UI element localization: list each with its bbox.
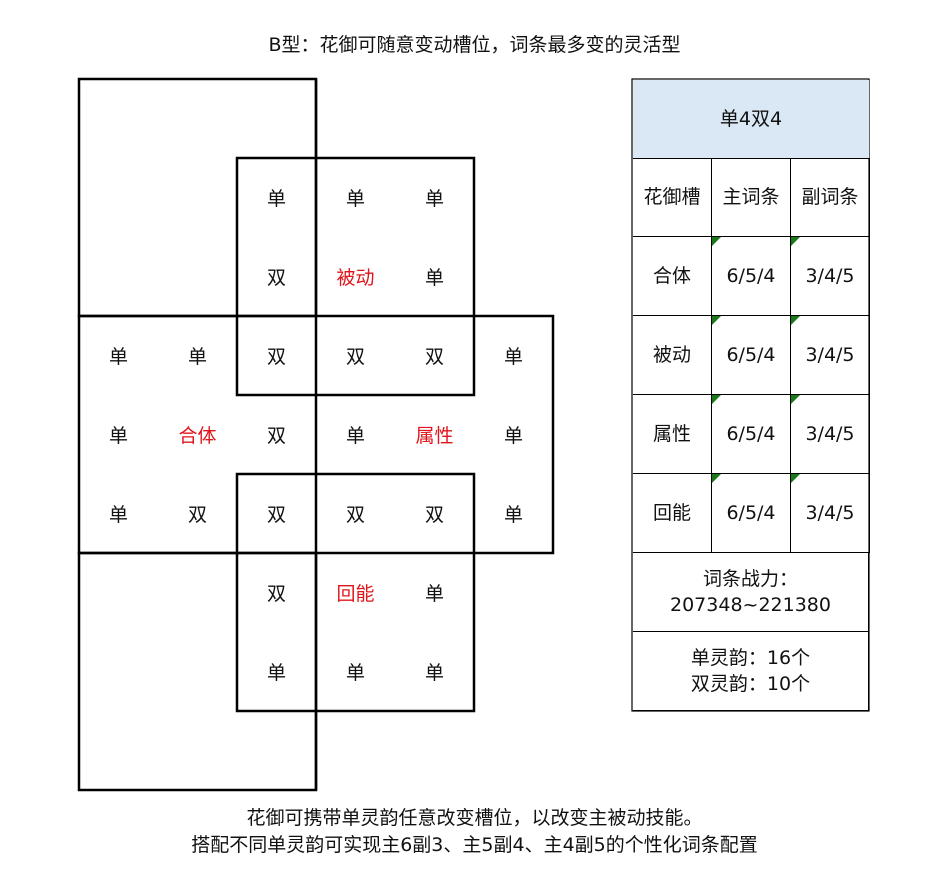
slot-name-cell: 被动	[633, 316, 712, 395]
slot-cell: 单	[345, 662, 365, 684]
slot-cell: 双	[345, 346, 365, 368]
slot-cell: 双	[424, 346, 444, 368]
comment-marker-icon	[791, 395, 800, 404]
table-header: 单4双4	[633, 80, 869, 159]
slot-name-cell: 属性	[633, 395, 712, 474]
skill-slot-label: 回能	[336, 583, 375, 605]
footer-line-2: 搭配不同单灵韵可实现主6副3、主5副4、主4副5的个性化词条配置	[191, 834, 758, 856]
slot-cell: 双	[266, 267, 286, 289]
comment-marker-icon	[712, 395, 721, 404]
single-count: 单灵韵：16个	[690, 647, 811, 669]
footer-note: 花御可携带单灵韵任意改变槽位，以改变主被动技能。 搭配不同单灵韵可实现主6副3、…	[0, 805, 949, 859]
slot-cell: 双	[266, 346, 286, 368]
comment-marker-icon	[791, 474, 800, 483]
slot-block-energy	[235, 472, 476, 713]
slot-cell: 双	[266, 425, 286, 447]
slot-cell: 双	[187, 504, 207, 526]
slot-cell: 单	[345, 425, 365, 447]
slot-cell: 单	[266, 188, 286, 210]
slot-cell: 单	[424, 662, 444, 684]
skill-slot-label: 合体	[178, 425, 217, 447]
column-header: 副词条	[791, 158, 870, 237]
slot-cell: 双	[424, 504, 444, 526]
diagram-title: B型：花御可随意变动槽位，词条最多变的灵活型	[268, 34, 681, 56]
slot-name-cell: 合体	[633, 237, 712, 316]
slot-cell: 单	[424, 188, 444, 210]
slot-cell: 单	[266, 662, 286, 684]
stat-cell: 6/5/4	[712, 395, 791, 474]
slot-block-passive	[235, 156, 476, 397]
slot-cell: 单	[424, 583, 444, 605]
stat-cell: 3/4/5	[791, 474, 870, 553]
comment-marker-icon	[712, 237, 721, 246]
slot-cell: 单	[503, 504, 523, 526]
slot-cell: 单	[503, 346, 523, 368]
power-label: 词条战力：	[702, 568, 798, 590]
footer-line-1: 花御可携带单灵韵任意改变槽位，以改变主被动技能。	[246, 807, 703, 829]
slot-cell: 单	[345, 188, 365, 210]
stat-cell: 3/4/5	[791, 316, 870, 395]
comment-marker-icon	[791, 316, 800, 325]
double-count: 双灵韵：10个	[690, 673, 811, 695]
count-cell: 单灵韵：16个双灵韵：10个	[633, 632, 869, 711]
slot-cell: 单	[108, 504, 128, 526]
column-header: 主词条	[712, 158, 791, 237]
stat-cell: 6/5/4	[712, 237, 791, 316]
slot-cell: 单	[108, 346, 128, 368]
slot-cell: 双	[266, 504, 286, 526]
slot-cell: 单	[424, 267, 444, 289]
comment-marker-icon	[791, 237, 800, 246]
slot-cell: 单	[503, 425, 523, 447]
slot-cell: 双	[345, 504, 365, 526]
skill-slot-label: 属性	[415, 425, 454, 447]
stat-cell: 6/5/4	[712, 316, 791, 395]
slot-cell: 单	[108, 425, 128, 447]
slot-cell: 双	[266, 583, 286, 605]
comment-marker-icon	[712, 474, 721, 483]
skill-slot-label: 被动	[336, 267, 375, 289]
column-header: 花御槽	[633, 158, 712, 237]
power-cell: 词条战力： 207348~221380	[633, 553, 869, 632]
stat-cell: 3/4/5	[791, 395, 870, 474]
comment-marker-icon	[712, 316, 721, 325]
slot-name-cell: 回能	[633, 474, 712, 553]
power-value: 207348~221380	[670, 594, 831, 616]
stat-cell: 3/4/5	[791, 237, 870, 316]
stat-cell: 6/5/4	[712, 474, 791, 553]
slot-cell: 单	[187, 346, 207, 368]
